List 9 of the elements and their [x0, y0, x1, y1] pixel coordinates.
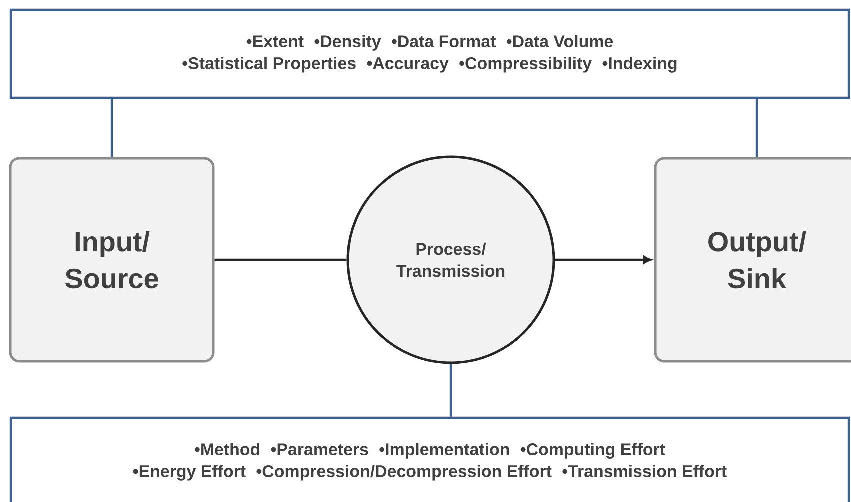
connector [110, 99, 114, 158]
connector [756, 99, 758, 158]
process-box: Output/ Sink [654, 157, 851, 363]
property-box: •Method •Parameters •Implementation •Computing Effort •Energy Effort •Compression/Decompression Effort •Transmission Effort [10, 416, 850, 502]
connector [450, 364, 452, 417]
property-box: •Extent •Density •Data Format •Data Volume •Statistical Properties •Accuracy •Compressibility •Indexing [10, 8, 850, 100]
connector [214, 258, 347, 262]
connector [555, 256, 652, 264]
process-box: Input/ Source [9, 157, 215, 363]
